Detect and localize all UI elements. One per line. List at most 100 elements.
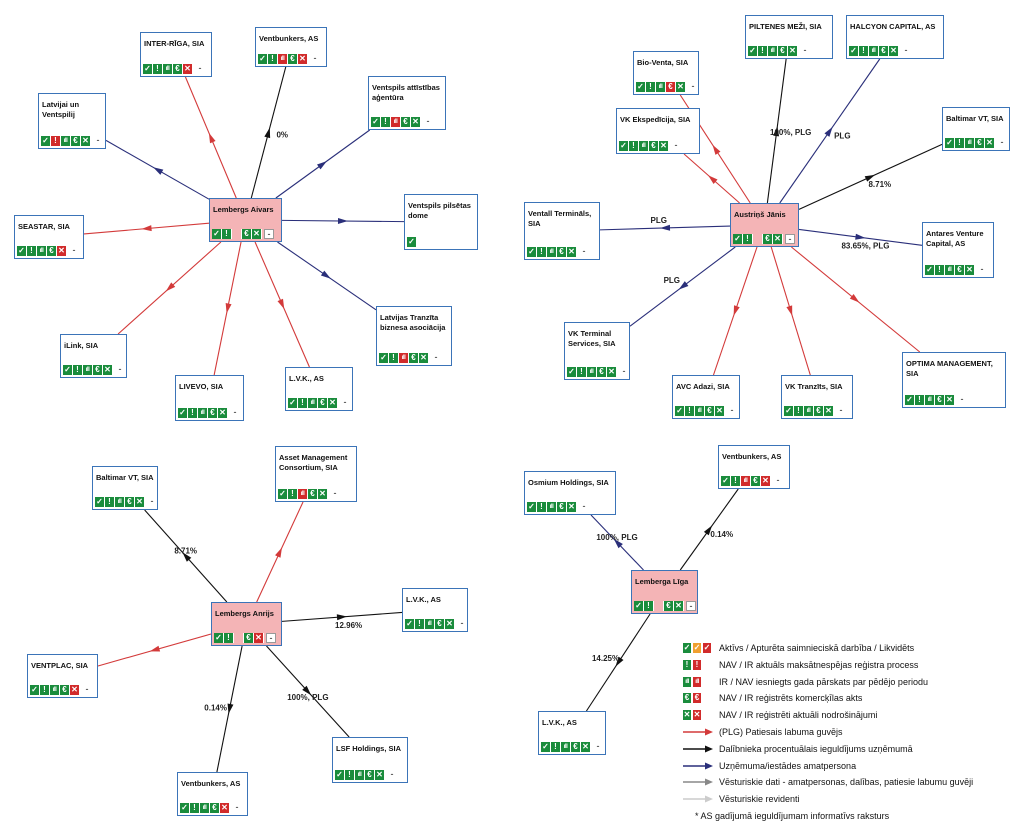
exclamation-icon: ! [288,489,298,499]
expand-indicator[interactable]: - [426,116,430,126]
node-ventplac[interactable]: VENTPLAC, SIA✓!ıll€✕- [27,654,98,698]
legend-row: Vēsturiskie dati - amatpersonas, dalības… [683,775,973,789]
node-livevo[interactable]: LIVEVO, SIA✓!ıll€✕- [175,375,244,421]
node-lvk[interactable]: L.V.K., AS✓!ıll€✕- [285,367,353,411]
exclamation-icon: ! [537,502,547,512]
legend-row: * AS gadījumā ieguldījumam informatīvs r… [689,809,889,823]
expand-indicator[interactable]: - [904,45,908,55]
node-ilink[interactable]: iLink, SIA✓!ıll€✕- [60,334,127,378]
expand-indicator[interactable]: - [72,245,76,255]
bar-chart-icon: ıll [37,246,47,256]
expand-indicator[interactable]: - [198,63,202,73]
node-baltimar-vt-2[interactable]: Baltimar VT, SIA✓!ıll€✕- [92,466,158,510]
node-halcyon-capital[interactable]: HALCYON CAPITAL, AS✓!ıll€✕- [846,15,944,59]
node-lemberga-liga[interactable]: Lemberga Līga✓!€✕- [631,570,698,614]
bar-chart-icon: ıll [115,497,125,507]
bar-chart-icon: ıll [945,265,955,275]
legend-line-arrow-icon [683,745,713,753]
expand-indicator[interactable]: - [622,366,626,376]
node-baltimar-vt[interactable]: Baltimar VT, SIA✓!ıll€✕- [942,107,1010,151]
node-ventspils-attistibas-agentura[interactable]: Ventspils attīstības aģentūra✓!ıll€✕- [368,76,446,130]
expand-indicator[interactable]: - [596,741,600,751]
status-icons: ✓!ıll€✕- [371,117,433,127]
expand-indicator[interactable]: - [785,234,795,244]
node-optima-management[interactable]: OPTIMA MANAGEMENT, SIA✓!ıll€✕- [902,352,1006,408]
node-osmium-holdings[interactable]: Osmium Holdings, SIA✓!ıll€✕- [524,471,616,515]
cross-icon: ✕ [328,398,338,408]
legend-icons: !! [683,659,713,670]
expand-indicator[interactable]: - [235,802,239,812]
expand-indicator[interactable]: - [264,229,274,239]
edge-arrowhead [149,645,161,652]
node-ventspils-pilsetas-dome[interactable]: Ventspils pilsētas dome✓ [404,194,478,250]
expand-indicator[interactable]: - [674,140,678,150]
expand-indicator[interactable]: - [980,264,984,274]
expand-indicator[interactable]: - [85,684,89,694]
legend-row: €€NAV / IR reģistrēts komercķīlas akts [683,691,862,705]
edge-label: 14.25% [592,654,619,663]
expand-indicator[interactable]: - [434,352,438,362]
expand-indicator[interactable]: - [839,405,843,415]
euro-icon: € [814,406,824,416]
expand-indicator[interactable]: - [313,53,317,63]
expand-indicator[interactable]: - [150,496,154,506]
node-seastar[interactable]: SEASTAR, SIA✓!ıll€✕- [14,215,84,259]
node-label: HALCYON CAPITAL, AS [850,22,936,31]
node-latvijai-un-ventspilij[interactable]: Latvijai un Ventspilij✓!ıll€✕- [38,93,106,149]
check-icon: ✓ [675,406,685,416]
node-vk-terminal-services[interactable]: VK Terminal Services, SIA✓!ıll€✕- [564,322,630,380]
edge-arrowhead [660,224,671,231]
node-inter-riga[interactable]: INTER-RĪGA, SIA✓!ıll€✕- [140,32,212,77]
expand-indicator[interactable]: - [960,394,964,404]
node-vk-ekspedicija[interactable]: VK Ekspedīcija, SIA✓!ıll€✕- [616,108,700,154]
expand-indicator[interactable]: - [118,364,122,374]
expand-indicator[interactable]: - [390,769,394,779]
expand-indicator[interactable]: - [233,407,237,417]
node-lvk-3[interactable]: L.V.K., AS✓!ıll€✕- [538,711,606,755]
node-label: Lembergs Anrijs [215,609,274,618]
cross-icon: ✕ [683,710,693,721]
node-latvijas-tranzita-biznesa-asociacija[interactable]: Latvijas Tranzīta biznesa asociācija✓!ıl… [376,306,452,366]
node-lembergs-aivars[interactable]: Lembergs Aivars✓!€✕- [209,198,282,242]
exclamation-icon: ! [915,395,925,405]
euro-icon: € [288,54,298,64]
edge-arrowhead [615,656,624,667]
expand-indicator[interactable]: - [686,601,696,611]
exclamation-icon: ! [693,659,703,670]
node-lvk-2[interactable]: L.V.K., AS✓!ıll€✕- [402,588,468,632]
exclamation-icon: ! [743,234,753,244]
expand-indicator[interactable]: - [776,475,780,485]
node-ventbunkers[interactable]: Ventbunkers, AS✓!ıll€✕- [255,27,327,67]
node-ventbunkers-2[interactable]: Ventbunkers, AS✓!ıll€✕- [177,772,248,816]
expand-indicator[interactable]: - [730,405,734,415]
edge-arrowhead [703,525,713,536]
node-austrins-janis[interactable]: Austriņš Jānis✓!€✕- [730,203,799,247]
expand-indicator[interactable]: - [460,618,464,628]
expand-indicator[interactable]: - [1000,137,1004,147]
status-icons: ✓ [407,237,417,247]
edge-arrowhead [264,127,271,139]
expand-indicator[interactable]: - [582,501,586,511]
node-asset-management-consortium[interactable]: Asset Management Consortium, SIA✓!ıll€✕- [275,446,357,502]
node-antares-venture-capital[interactable]: Antares Venture Capital, AS✓!ıll€✕- [922,222,994,278]
bar-chart-icon: ıll [639,141,649,151]
check-icon: ✓ [541,742,551,752]
expand-indicator[interactable]: - [343,397,347,407]
expand-indicator[interactable]: - [266,633,276,643]
node-label: SEASTAR, SIA [18,222,70,231]
expand-indicator[interactable]: - [582,246,586,256]
node-vk-tranzits[interactable]: VK Tranzīts, SIA✓!ıll€✕- [781,375,853,419]
node-bio-venta[interactable]: Bio-Venta, SIA✓!ıll€✕- [633,51,699,95]
edge-arrowhead [786,305,793,316]
node-ventbunkers-3[interactable]: Ventbunkers, AS✓!ıll€✕- [718,445,790,489]
node-piltenes-mezi[interactable]: PILTENES MEŽI, SIA✓!ıll€✕- [745,15,833,59]
node-lembergs-anrijs[interactable]: Lembergs Anrijs✓!€✕- [211,602,282,646]
cross-icon: ✕ [945,395,955,405]
expand-indicator[interactable]: - [96,135,100,145]
expand-indicator[interactable]: - [803,45,807,55]
expand-indicator[interactable]: - [691,81,695,91]
node-avc-adazi[interactable]: AVC Adazi, SIA✓!ıll€✕- [672,375,740,419]
expand-indicator[interactable]: - [333,488,337,498]
node-lsf-holdings[interactable]: LSF Holdings, SIA✓!ıll€✕- [332,737,408,783]
node-ventall-terminals[interactable]: Ventall Termināls, SIA✓!ıll€✕- [524,202,600,260]
